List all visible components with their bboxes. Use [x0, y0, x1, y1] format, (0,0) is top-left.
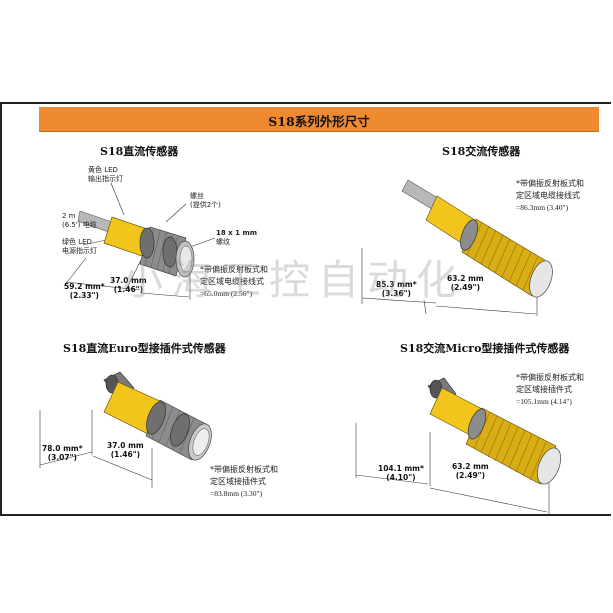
dc-sensor-title: S18直流传感器: [100, 145, 179, 158]
dc-note-line2: 定区域电缆接线式: [200, 277, 264, 286]
euro-note-value: =83.8mm (3.30"): [210, 489, 263, 498]
dc-sensor-drawing: [77, 210, 195, 278]
ac-body-mm: 63.2 mm: [447, 274, 484, 283]
micro-sensor-drawing: [427, 377, 562, 485]
ac-body-in: (2.49"): [450, 283, 481, 292]
euro-body-in: (1.46"): [110, 450, 141, 459]
nut-label-line2: (提供2个): [190, 201, 221, 209]
dc-note-value: =65.0mm (2.56"): [200, 289, 253, 298]
euro-total-mm: 78.0 mm*: [42, 444, 83, 453]
euro-sensor-title: S18直流Euro型接插件式传感器: [63, 342, 226, 355]
euro-body-mm: 37.0 mm: [107, 441, 144, 450]
micro-total-mm: 104.1 mm*: [378, 464, 424, 473]
document-frame: [0, 102, 611, 516]
micro-total-length: 104.1 mm* (4.10"): [378, 464, 424, 482]
green-led-label-line1: 绿色 LED: [62, 238, 92, 246]
micro-note-line2: 定区域接插件式: [516, 385, 572, 394]
ac-total-in: (3.36"): [381, 289, 411, 298]
dc-total-in: (2.33"): [69, 291, 99, 300]
dc-body-length: 37.0 mm (1.46"): [110, 276, 147, 294]
page-title: S18系列外形尺寸: [268, 114, 370, 129]
thread-label-line1: 18 x 1 mm: [216, 229, 258, 237]
micro-body-in: (2.49"): [455, 471, 486, 480]
nut-label-line1: 螺丝: [190, 192, 204, 200]
ac-sensor-drawing: [401, 179, 553, 298]
dc-body-mm: 37.0 mm: [110, 276, 147, 285]
ac-total-mm: 85.3 mm*: [376, 280, 417, 289]
ac-note: *带偏振反射板式和 定区域电缆接线式 =86.3mm (3.40"): [516, 178, 584, 214]
ac-note-line1: *带偏振反射板式和: [516, 179, 584, 188]
thread-label: 18 x 1 mm 螺纹: [216, 229, 257, 247]
thread-label-line2: 螺纹: [216, 238, 230, 246]
cable-label-line1: 2 m: [62, 212, 76, 220]
euro-sensor-drawing: [103, 371, 212, 461]
euro-note: *带偏振反射板式和 定区域接插件式 =83.8mm (3.30"): [210, 464, 278, 500]
ac-note-line2: 定区域电缆接线式: [516, 191, 580, 200]
dc-note-line1: *带偏振反射板式和: [200, 265, 268, 274]
ac-total-length: 85.3 mm* (3.36"): [376, 280, 417, 298]
dc-total-mm: 59.2 mm*: [64, 282, 105, 291]
euro-note-line1: *带偏振反射板式和: [210, 465, 278, 474]
nut-label: 螺丝 (提供2个): [190, 192, 221, 210]
euro-note-line2: 定区域接插件式: [210, 477, 266, 486]
title-banner: S18系列外形尺寸: [39, 107, 599, 132]
euro-total-length: 78.0 mm* (3.07"): [42, 444, 83, 462]
ac-note-value: =86.3mm (3.40"): [516, 203, 569, 212]
micro-note-value: =105.1mm (4.14"): [516, 397, 572, 406]
dc-body-in: (1.46"): [113, 285, 144, 294]
euro-total-in: (3.07"): [47, 453, 77, 462]
yellow-led-label-line1: 黄色 LED: [88, 166, 118, 174]
yellow-led-label-line2: 输出指示灯: [88, 175, 123, 183]
watermark: 小海工控自动化: [122, 256, 465, 304]
yellow-led-label: 黄色 LED 输出指示灯: [88, 166, 123, 184]
ac-sensor-title: S18交流传感器: [442, 145, 521, 158]
green-led-label: 绿色 LED 电源指示灯: [62, 238, 97, 256]
micro-note: *带偏振反射板式和 定区域接插件式 =105.1mm (4.14"): [516, 372, 584, 408]
micro-body-length: 63.2 mm (2.49"): [452, 462, 489, 480]
micro-total-in: (4.10"): [386, 473, 416, 482]
dc-note: *带偏振反射板式和 定区域电缆接线式 =65.0mm (2.56"): [200, 264, 268, 300]
cable-label: 2 m (6.5') 电缆: [62, 212, 97, 230]
ac-body-length: 63.2 mm (2.49"): [447, 274, 484, 292]
dc-total-length: 59.2 mm* (2.33"): [64, 282, 105, 300]
cable-label-line2: (6.5') 电缆: [62, 221, 97, 229]
green-led-label-line2: 电源指示灯: [62, 247, 97, 255]
micro-body-mm: 63.2 mm: [452, 462, 489, 471]
micro-note-line1: *带偏振反射板式和: [516, 373, 584, 382]
euro-body-length: 37.0 mm (1.46"): [107, 441, 144, 459]
micro-sensor-title: S18交流Micro型接插件式传感器: [400, 342, 570, 355]
